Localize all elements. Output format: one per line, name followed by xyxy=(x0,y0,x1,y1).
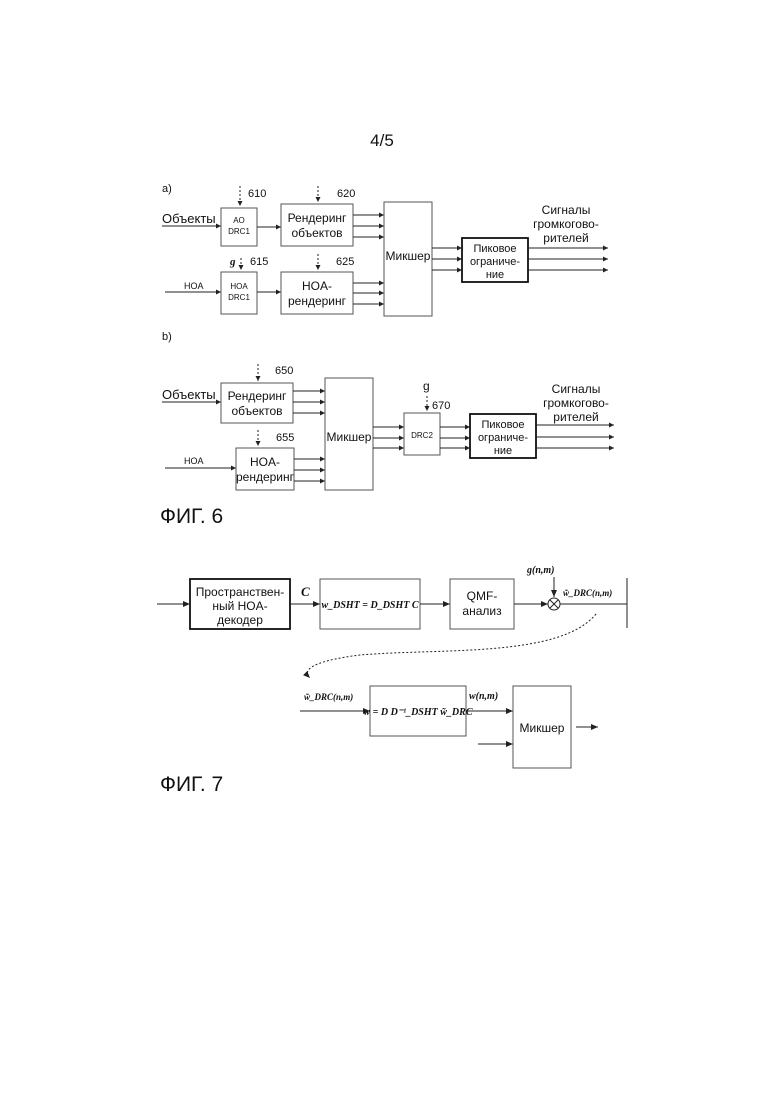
hoa-rendering-label-2: рендеринг xyxy=(288,294,347,308)
speaker-signals-label-1: Сигналы xyxy=(542,203,591,217)
ref-620: 620 xyxy=(337,188,355,200)
ref-650: 650 xyxy=(275,365,293,377)
hoa-drc1-label-2: DRC1 xyxy=(228,293,250,302)
speaker-signals-label-3: рителей xyxy=(543,231,588,245)
peak-limiter-label-3: ние xyxy=(486,269,504,281)
decoder-label-1: Пространствен- xyxy=(196,585,284,599)
ref-655: 655 xyxy=(276,432,294,444)
ref-625: 625 xyxy=(336,256,354,268)
fig6b-diagram: b) Объекты Рендеринг объектов 650 HOA HO… xyxy=(162,331,614,490)
dsht-equation: w_DSHT = D_DSHT C xyxy=(321,600,418,611)
drc2-label: DRC2 xyxy=(411,431,433,440)
object-rendering-label-b-2: объектов xyxy=(231,404,282,418)
hoa-input-label: HOA xyxy=(184,281,204,291)
w-nm-label: w(n,m) xyxy=(469,691,498,702)
page-number: 4/5 xyxy=(370,131,394,150)
fig6b-label: b) xyxy=(162,331,172,343)
ao-drc1-label-2: DRC1 xyxy=(228,227,250,236)
speaker-signals-label-b-2: громкогово- xyxy=(543,396,609,410)
object-rendering-label-b-1: Рендеринг xyxy=(228,389,287,403)
wdrc-bottom-label: w̃_DRC(n,m) xyxy=(304,692,353,702)
qmf-label-1: QMF- xyxy=(467,589,498,603)
fig6a-diagram: a) Объекты AO DRC1 610 Рендеринг объекто… xyxy=(162,183,608,316)
ref-615: 615 xyxy=(250,256,268,268)
inverse-transform-equation: w = D D⁻¹_DSHT w̃_DRC xyxy=(364,707,473,718)
speaker-signals-label-b-1: Сигналы xyxy=(552,382,601,396)
mixer-label: Микшер xyxy=(386,249,431,263)
peak-limiter-label-1: Пиковое xyxy=(473,243,516,255)
peak-limiter-label-b-1: Пиковое xyxy=(481,419,524,431)
fig7-diagram: Пространствен- ный HOA- декодер C w_DSHT… xyxy=(157,565,627,768)
fig6-caption: ФИГ. 6 xyxy=(160,505,223,528)
hoa-rendering-label-1: HOA- xyxy=(302,279,332,293)
ref-670: 670 xyxy=(432,400,450,412)
g-control-label: g xyxy=(229,256,236,268)
gain-g-nm-label: g(n,m) xyxy=(526,565,555,576)
speaker-signals-label-b-3: рителей xyxy=(553,410,598,424)
qmf-label-2: анализ xyxy=(462,604,502,618)
object-rendering-label-1: Рендеринг xyxy=(288,211,347,225)
objects-input-label-b: Объекты xyxy=(162,387,216,402)
decoder-label-3: декодер xyxy=(217,613,263,627)
ao-drc1-label-1: AO xyxy=(233,216,245,225)
peak-limiter-label-b-3: ние xyxy=(494,445,512,457)
peak-limiter-label-2: ограниче- xyxy=(470,256,520,268)
object-rendering-label-2: объектов xyxy=(291,226,342,240)
hoa-input-label-b: HOA xyxy=(184,456,204,466)
c-signal-label: C xyxy=(301,584,310,599)
fig7-caption: ФИГ. 7 xyxy=(160,773,223,796)
wdrc-top-label: w̃_DRC(n,m) xyxy=(563,588,612,598)
hoa-rendering-label-b-2: рендеринг xyxy=(236,470,295,484)
ref-610: 610 xyxy=(248,188,266,200)
peak-limiter-label-b-2: ограниче- xyxy=(478,432,528,444)
objects-input-label: Объекты xyxy=(162,211,216,226)
fig6a-label: a) xyxy=(162,183,172,195)
mixer-label-b: Микшер xyxy=(327,430,372,444)
g-control-label-b: g xyxy=(423,379,430,393)
hoa-rendering-label-b-1: HOA- xyxy=(250,455,280,469)
hoa-drc1-label-1: HOA xyxy=(230,282,248,291)
speaker-signals-label-2: громкогово- xyxy=(533,217,599,231)
decoder-label-2: ный HOA- xyxy=(212,599,267,613)
mixer-label-fig7: Микшер xyxy=(520,721,565,735)
